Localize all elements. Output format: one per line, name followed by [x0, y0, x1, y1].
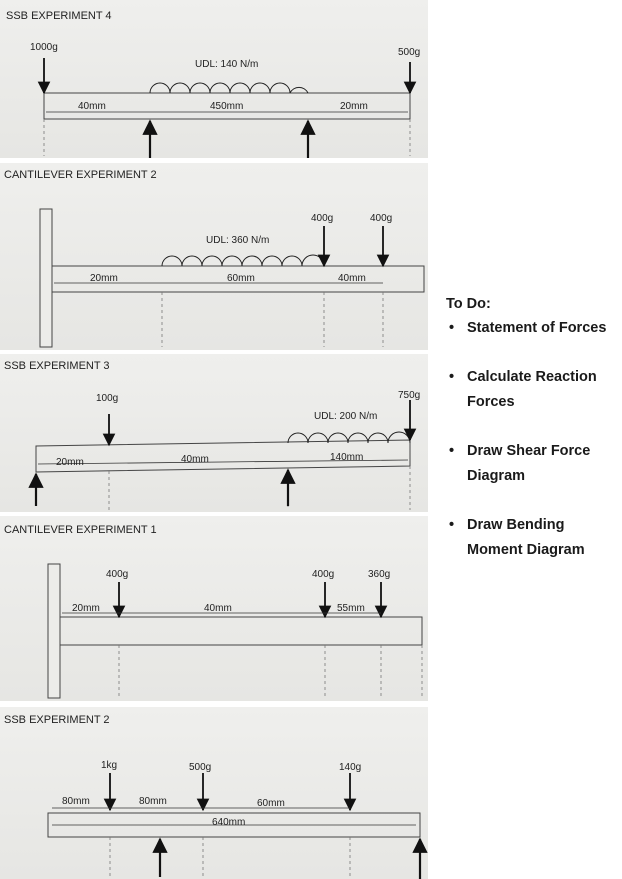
todo-item-text: Statement of Forces	[467, 320, 607, 336]
panel-cantilever-experiment-1: CANTILEVER EXPERIMENT 1 400g 400g 360g 2…	[0, 516, 428, 701]
todo-item-text: Calculate Reaction Forces	[467, 369, 597, 410]
load-label: 500g	[189, 762, 211, 773]
beam	[43, 92, 411, 120]
dimension-label: 20mm	[340, 101, 368, 112]
dimension-label: 40mm	[338, 273, 366, 284]
panel-title: SSB EXPERIMENT 4	[6, 10, 112, 22]
panel-title: CANTILEVER EXPERIMENT 1	[4, 524, 157, 536]
beam-diagram-ssb-4: SSB EXPERIMENT 4 UDL: 140 N/m 1000g 500g…	[6, 10, 420, 158]
todo-item: • Statement of Forces	[446, 316, 622, 341]
dimension-label: 80mm	[62, 796, 90, 807]
beam-diagram-cantilever-2: CANTILEVER EXPERIMENT 2 UDL: 360 N/m 400…	[4, 169, 425, 348]
beam-diagram-ssb-3: SSB EXPERIMENT 3 UDL: 200 N/m 100g 750g …	[4, 360, 420, 510]
bullet-icon: •	[449, 369, 455, 385]
todo-item: • Calculate Reaction Forces	[446, 365, 622, 415]
panel-ssb-experiment-2: SSB EXPERIMENT 2 1kg 500g 140g 80mm 80mm…	[0, 707, 428, 879]
udl-arcs	[161, 254, 325, 267]
udl-arcs	[287, 431, 411, 444]
dimension-guides	[108, 466, 411, 510]
bullet-icon: •	[449, 443, 455, 459]
dimension-label: 140mm	[330, 452, 363, 463]
load-label: 400g	[312, 569, 334, 580]
todo-items: • Statement of Forces • Calculate Reaction…	[446, 316, 622, 563]
dimension-label: 80mm	[139, 796, 167, 807]
bullet-icon: •	[449, 517, 455, 533]
beam	[51, 265, 425, 293]
beam-diagram-cantilever-1: CANTILEVER EXPERIMENT 1 400g 400g 360g 2…	[4, 524, 423, 699]
load-label: 1kg	[101, 760, 117, 771]
dimension-label: 20mm	[90, 273, 118, 284]
dimension-label: 40mm	[204, 603, 232, 614]
load-label: 500g	[398, 47, 420, 58]
udl-arcs	[149, 82, 309, 94]
panel-title: SSB EXPERIMENT 3	[4, 360, 110, 372]
load-label: 100g	[96, 393, 118, 404]
udl-label: UDL: 140 N/m	[195, 59, 258, 70]
beam	[59, 616, 423, 646]
panel-ssb-experiment-3: SSB EXPERIMENT 3 UDL: 200 N/m 100g 750g …	[0, 354, 428, 512]
dimension-guides	[109, 837, 351, 877]
load-label: 400g	[370, 213, 392, 224]
panel-ssb-experiment-4: SSB EXPERIMENT 4 UDL: 140 N/m 1000g 500g…	[0, 0, 428, 158]
load-label: 400g	[311, 213, 333, 224]
todo-item-text: Draw Bending Moment Diagram	[467, 517, 585, 558]
load-label: 750g	[398, 390, 420, 401]
dimension-label: 60mm	[257, 798, 285, 809]
beam-diagram-ssb-2: SSB EXPERIMENT 2 1kg 500g 140g 80mm 80mm…	[4, 714, 428, 879]
panel-cantilever-experiment-2: CANTILEVER EXPERIMENT 2 UDL: 360 N/m 400…	[0, 163, 428, 350]
dimension-guides	[118, 645, 423, 698]
panel-title: SSB EXPERIMENT 2	[4, 714, 110, 726]
load-label: 1000g	[30, 42, 58, 53]
dimension-label: 20mm	[56, 457, 84, 468]
fixed-support-wall	[39, 208, 53, 348]
load-label: 400g	[106, 569, 128, 580]
todo-item: • Draw Shear Force Diagram	[446, 439, 622, 489]
dimension-label-overall: 640mm	[212, 817, 245, 828]
dimension-label: 40mm	[78, 101, 106, 112]
dimension-guides	[161, 292, 384, 347]
panel-title: CANTILEVER EXPERIMENT 2	[4, 169, 157, 181]
dimension-label: 450mm	[210, 101, 243, 112]
bullet-icon: •	[449, 320, 455, 336]
udl-label: UDL: 360 N/m	[206, 235, 269, 246]
dimension-line	[37, 459, 409, 465]
dimension-label: 55mm	[337, 603, 365, 614]
dimension-label: 40mm	[181, 454, 209, 465]
fixed-support-wall	[47, 563, 61, 699]
dimension-label: 20mm	[72, 603, 100, 614]
todo-item-text: Draw Shear Force Diagram	[467, 443, 591, 484]
dimension-guides	[43, 119, 411, 156]
todo-title: To Do:	[446, 296, 491, 312]
load-label: 360g	[368, 569, 390, 580]
beam	[47, 812, 421, 838]
udl-label: UDL: 200 N/m	[314, 411, 377, 422]
todo-list: To Do: • Statement of Forces • Calculate R…	[446, 296, 622, 587]
dimension-label: 60mm	[227, 273, 255, 284]
todo-item: • Draw Bending Moment Diagram	[446, 513, 622, 563]
load-label: 140g	[339, 762, 361, 773]
